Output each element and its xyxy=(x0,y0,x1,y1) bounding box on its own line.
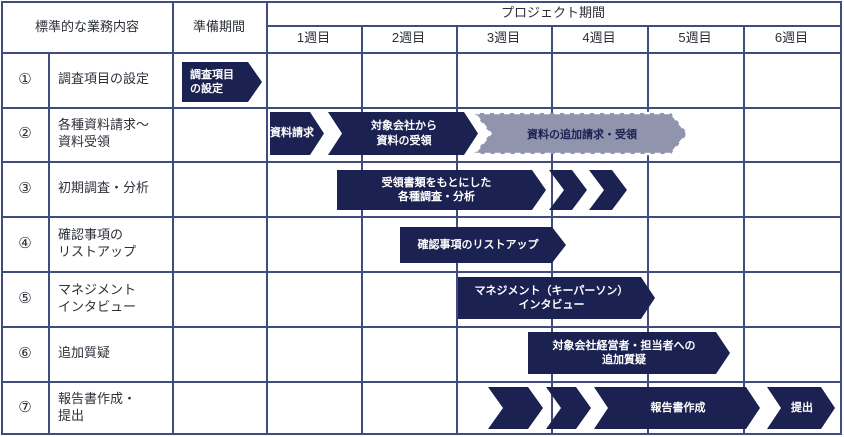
row-task-label: 追加質疑 xyxy=(58,345,111,361)
grid-line-horizontal xyxy=(2,381,840,383)
header-week-1: 1週目 xyxy=(296,30,331,46)
bar-document-receipt: 対象会社から 資料の受領 xyxy=(328,112,478,155)
bar-additional-questions: 対象会社経営者・担当者への 追加質疑 xyxy=(528,332,730,374)
grid-line-vertical xyxy=(647,25,649,435)
grid-line-vertical xyxy=(48,52,50,435)
grid-line-horizontal xyxy=(2,107,840,109)
header-week-3: 3週目 xyxy=(486,30,521,46)
grid-line-horizontal xyxy=(2,216,840,218)
bar-management-interview: マネジメント（キーパーソン） インタビュー xyxy=(458,277,655,319)
row-number: ① xyxy=(18,70,32,88)
row-number: ⑦ xyxy=(18,399,32,417)
grid-line-vertical xyxy=(361,25,363,435)
grid-line-vertical xyxy=(172,2,174,435)
row-task-label: 初期調査・分析 xyxy=(58,180,150,196)
grid-line-horizontal xyxy=(2,326,840,328)
row-number: ⑤ xyxy=(18,289,32,307)
bar-report-creation: 報告書作成 xyxy=(594,387,760,429)
row-number: ④ xyxy=(18,234,32,252)
bar-additional-document-request: 資料の追加請求・受領 xyxy=(472,111,690,156)
header-task-column: 標準的な業務内容 xyxy=(34,18,139,34)
grid-line-vertical xyxy=(266,2,268,435)
row-number: ② xyxy=(18,125,32,143)
row-task-label: 報告書作成・ 提出 xyxy=(58,391,137,423)
grid-line-horizontal xyxy=(266,25,840,27)
header-project-period: プロジェクト期間 xyxy=(500,5,605,21)
row-number: ⑥ xyxy=(18,344,32,362)
header-prep-period: 準備期間 xyxy=(192,18,245,34)
row-task-label: マネジメント インタビュー xyxy=(58,281,137,314)
grid-line-horizontal xyxy=(2,161,840,163)
bar-survey-items-setup: 調査項目 の設定 xyxy=(182,62,262,102)
header-week-2: 2週目 xyxy=(391,30,426,46)
grid-line-horizontal xyxy=(2,52,840,54)
row-task-label: 確認事項の リストアップ xyxy=(58,226,137,259)
row-number: ③ xyxy=(18,179,32,197)
bar-document-request: 資料請求 xyxy=(270,112,324,155)
gray-bar-label: 資料の追加請求・受領 xyxy=(527,128,637,141)
dashed-gray-arrow-shape xyxy=(472,111,690,156)
grid-line-vertical xyxy=(743,25,745,435)
grid-line-horizontal xyxy=(2,271,840,273)
row-task-label: 各種資料請求～ 資料受領 xyxy=(58,117,150,149)
bar-checkpoint-listup: 確認事項のリストアップ xyxy=(400,227,566,263)
header-week-4: 4週目 xyxy=(582,30,616,46)
header-week-5: 5週目 xyxy=(678,30,712,46)
header-week-6: 6週目 xyxy=(774,30,809,46)
row-task-label: 調査項目の設定 xyxy=(58,71,150,87)
bar-initial-research: 受領書類をもとにした 各種調査・分析 xyxy=(337,170,546,210)
